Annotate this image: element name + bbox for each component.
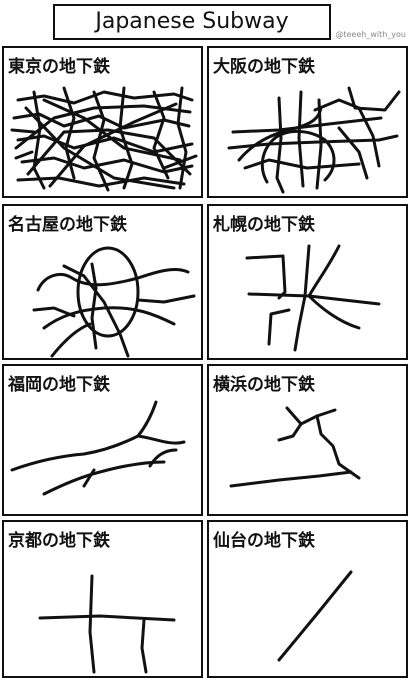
yokohama-subway-map [229, 406, 361, 488]
credit-text: @teeeh_with_you [335, 30, 406, 39]
kyoto-subway-map [38, 574, 176, 674]
panel-label-kyoto: 京都の地下鉄 [8, 531, 110, 551]
panel-sendai: 仙台の地下鉄 [207, 520, 408, 678]
comic-title: Japanese Subway [95, 9, 289, 34]
panel-yokohama: 横浜の地下鉄 [207, 364, 408, 516]
panel-fukuoka: 福岡の地下鉄 [2, 364, 203, 516]
panel-nagoya: 名古屋の地下鉄 [2, 204, 203, 360]
title-box: Japanese Subway [53, 4, 331, 40]
osaka-subway-map [227, 86, 401, 194]
panel-label-tokyo: 東京の地下鉄 [8, 57, 110, 77]
panel-label-fukuoka: 福岡の地下鉄 [8, 375, 110, 395]
panel-label-yokohama: 横浜の地下鉄 [213, 375, 315, 395]
panel-sapporo: 札幌の地下鉄 [207, 204, 408, 360]
sapporo-subway-map [245, 244, 381, 352]
panel-osaka: 大阪の地下鉄 [207, 46, 408, 198]
sendai-subway-map [277, 570, 353, 662]
fukuoka-subway-map [10, 400, 186, 496]
panel-tokyo: 東京の地下鉄 [2, 46, 203, 198]
panel-label-sapporo: 札幌の地下鉄 [213, 215, 315, 235]
nagoya-subway-map [32, 246, 196, 358]
panel-label-sendai: 仙台の地下鉄 [213, 531, 315, 551]
panel-label-nagoya: 名古屋の地下鉄 [8, 215, 127, 235]
tokyo-subway-map [10, 86, 198, 192]
panel-label-osaka: 大阪の地下鉄 [213, 57, 315, 77]
panel-kyoto: 京都の地下鉄 [2, 520, 203, 678]
